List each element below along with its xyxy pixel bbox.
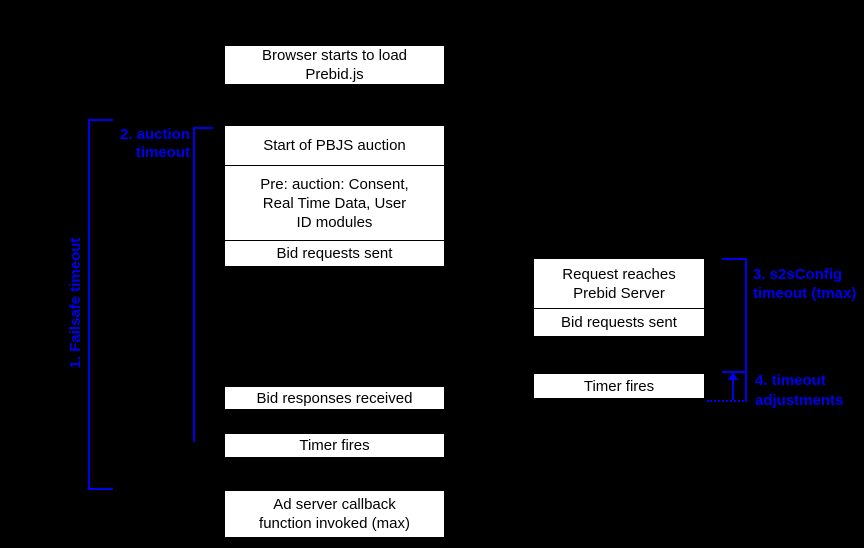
- box-timer-fires-client: Timer fires: [224, 433, 445, 458]
- box-bid-requests-sent-server: Bid requests sent: [533, 308, 705, 337]
- failsafe-timeout-bracket: [88, 119, 113, 490]
- box-ad-server-callback: Ad server callback function invoked (max…: [224, 490, 445, 538]
- box-bid-requests-sent-client: Bid requests sent: [224, 240, 445, 267]
- auction-timeout-bracket: [193, 127, 213, 442]
- label-auction-timeout: 2. auction timeout: [119, 126, 190, 161]
- adjustment-arrow-up-icon: [728, 372, 738, 380]
- box-request-reaches-server: Request reaches Prebid Server: [533, 258, 705, 309]
- box-start-auction: Start of PBJS auction: [224, 125, 445, 166]
- box-bid-responses-received: Bid responses received: [224, 386, 445, 410]
- box-pre-auction-modules: Pre: auction: Consent, Real Time Data, U…: [224, 165, 445, 241]
- s2s-timeout-bracket: [722, 258, 747, 373]
- label-timeout-adjustments: 4. timeout adjustments: [755, 372, 844, 409]
- label-failsafe-timeout: 1. Failsafe timeout: [67, 237, 84, 369]
- adjustment-dotted-line: [707, 400, 747, 402]
- box-timer-fires-server: Timer fires: [533, 373, 705, 399]
- label-s2s-timeout: 3. s2sConfig timeout (tmax): [753, 266, 857, 302]
- s2s-bracket-extension-line: [745, 373, 747, 402]
- box-browser-load: Browser starts to load Prebid.js: [224, 45, 445, 85]
- adjustment-arrow-shaft: [732, 379, 734, 400]
